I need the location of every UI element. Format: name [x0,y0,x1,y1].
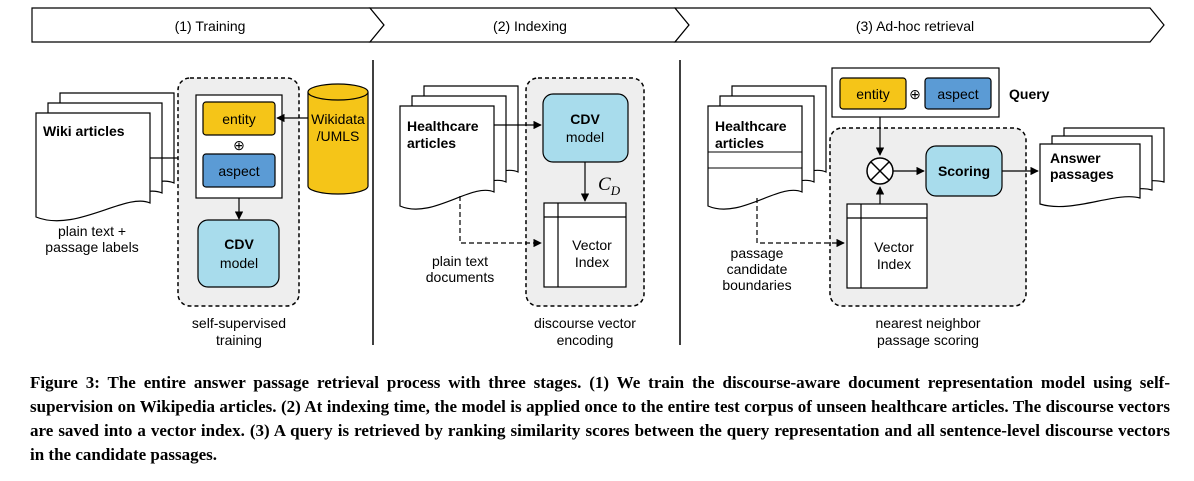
indexing-stage: Healthcare articles plain text documents… [399,77,645,348]
figure-caption: Figure 3: The entire answer passage retr… [30,373,1170,464]
answer-passages-doc: Answer passages [1039,127,1165,208]
stage-label-retrieval: (3) Ad-hoc retrieval [856,18,974,34]
indexing-group-label: encoding [557,332,614,348]
indexing-input-note: documents [426,269,494,285]
stage-header: (1) Training (2) Indexing (3) Ad-hoc ret… [31,7,1165,43]
cdv-model-title: CDV [224,236,254,252]
retrieval-group-label: passage scoring [877,332,979,348]
training-group-label: training [216,332,262,348]
healthcare-articles-label: articles [407,135,456,151]
query-entity-box [839,77,907,110]
answer-passages-label: passages [1050,166,1114,182]
knowledge-base-label: /UMLS [317,128,360,144]
cdv-model-subtitle: model [220,255,258,271]
knowledge-base-cylinder: Wikidata /UMLS [307,83,369,195]
training-group-label: self-supervised [192,315,286,331]
combine-symbol: ⊕ [233,137,245,153]
retrieval-input-note: boundaries [722,277,791,293]
retrieval-group-label: nearest neighbor [875,315,980,331]
query-aspect-label: aspect [937,86,978,102]
training-input-note: plain text + [58,223,126,239]
retrieval-vector-index-table: Vector Index [846,203,928,289]
healthcare-articles-doc: Healthcare articles [399,85,519,210]
indexing-cdv-model-box [542,93,629,163]
query-label: Query [1009,86,1050,102]
training-stage: Wiki articles plain text + passage label… [35,77,369,348]
stage-label-indexing: (2) Indexing [493,18,567,34]
vector-index-table: Vector Index [543,202,627,288]
knowledge-base-label: Wikidata [311,111,365,127]
retrieval-vector-index-label: Vector [874,239,914,255]
discourse-vector-symbol: CD [598,174,621,198]
indexing-input-note: plain text [432,253,488,269]
retrieval-input-note: passage [731,245,784,261]
query-entity-label: entity [856,86,889,102]
query-aspect-box [924,77,992,110]
indexing-cdv-model-subtitle: model [566,129,604,145]
retrieval-healthcare-doc: Healthcare articles [707,85,827,210]
query-combine-symbol: ⊕ [909,86,921,102]
cdv-model-box [197,219,280,288]
entity-box [202,101,276,136]
stage-chevron-retrieval [673,7,1165,43]
stage-label-training: (1) Training [175,18,246,34]
retrieval-healthcare-label: Healthcare [715,118,787,134]
answer-passages-label: Answer [1050,150,1101,166]
indexing-cdv-model-title: CDV [570,111,600,127]
multiply-operator [866,157,894,185]
wiki-articles-doc: Wiki articles [35,92,175,222]
vector-index-label: Index [575,254,609,270]
aspect-label: aspect [218,163,259,179]
training-input-note: passage labels [45,239,138,255]
aspect-box [202,153,276,188]
retrieval-healthcare-label: articles [715,135,764,151]
vector-index-label: Vector [572,237,612,253]
scoring-label: Scoring [938,163,990,179]
entity-label: entity [222,111,255,127]
retrieval-input-note: candidate [727,261,788,277]
indexing-group-label: discourse vector [534,315,636,331]
healthcare-articles-label: Healthcare [407,118,479,134]
process-diagram: (1) Training (2) Indexing (3) Ad-hoc ret… [31,7,1165,348]
retrieval-stage: entity ⊕ aspect Query Healthcare article… [707,67,1165,348]
wiki-articles-label: Wiki articles [43,123,125,139]
retrieval-vector-index-label: Index [877,256,911,272]
